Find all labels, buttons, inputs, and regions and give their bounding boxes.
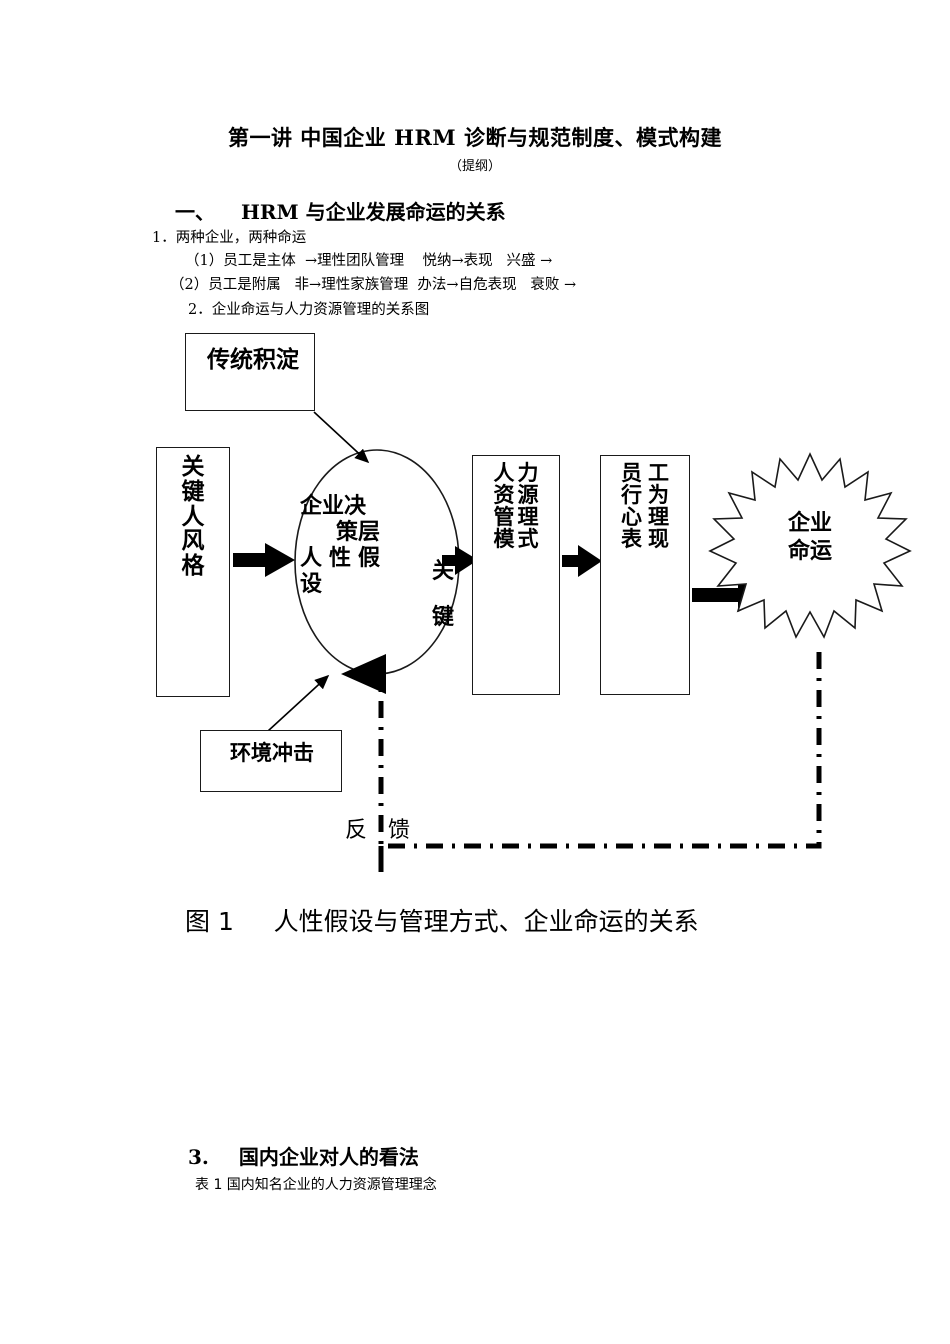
ellipse-label-line-3: 人性假: [300, 545, 388, 571]
tradition-box: [185, 333, 315, 411]
key-person-box-label: 关键人风格: [181, 454, 205, 580]
list-item: 2．企业命运与人力资源管理的关系图: [188, 302, 430, 318]
employee-behavior-box-label: 员行心表 工为理现: [606, 462, 684, 550]
employee-label-column-2: 工为理现: [648, 461, 669, 552]
ellipse-to-hrm-arrow: [442, 546, 478, 575]
environment-to-ellipse-arrow: [267, 674, 330, 732]
environment-impact-box: [200, 730, 342, 792]
section-one-number: 一、: [175, 200, 215, 224]
hrm-to-employee-arrow: [562, 545, 602, 577]
page-title: 第一讲 中国企业 HRM 诊断与规范制度、模式构建: [228, 125, 722, 150]
key-edge-label: 关 键: [432, 549, 454, 641]
section-one-heading: 一、 HRM 与企业发展命运的关系: [175, 196, 506, 225]
decision-layer-ellipse-label: 企业决 策层 人性假 设: [300, 494, 460, 598]
list-item: （2）员工是附属 非→理性家族管理 办法→自危表现 衰败 →: [170, 277, 577, 293]
hrm-model-box-label: 人资管模 力源理式: [478, 462, 554, 550]
page-subtitle: （提纲）: [448, 159, 501, 174]
destiny-label-line-2: 命运: [787, 538, 832, 564]
section-three-heading: 3. 国内企业对人的看法: [188, 1141, 419, 1170]
key-edge-label-char-1: 关: [432, 559, 455, 584]
environment-impact-box-label: 环境冲击: [230, 741, 314, 765]
tradition-to-ellipse-arrow: [313, 411, 370, 464]
employee-behavior-box: [600, 455, 690, 695]
hrm-label-column-1: 人资管模: [493, 461, 515, 552]
hrm-model-box: [472, 455, 560, 695]
employee-label-column-1: 员行心表: [621, 461, 642, 552]
figure-caption: 图 1 人性假设与管理方式、企业命运的关系: [185, 907, 699, 936]
hrm-label-column-2: 力源理式: [517, 461, 539, 552]
ellipse-label-line-2: 策层: [336, 519, 381, 545]
section-three-number: 3.: [188, 1145, 209, 1169]
enterprise-destiny-label: 企业 命运: [755, 510, 865, 565]
enterprise-destiny-star: [708, 452, 912, 639]
feedback-label: 反 馈: [345, 818, 410, 843]
ellipse-label-line-1: 企业决: [300, 494, 367, 519]
key-person-box: [156, 447, 230, 697]
destiny-label-line-1: 企业: [787, 511, 832, 536]
key-edge-label-char-2: 键: [432, 605, 455, 631]
table-caption: 表 1 国内知名企业的人力资源管理理念: [195, 1177, 437, 1193]
list-item: 1．两种企业，两种命运: [152, 230, 307, 246]
keyperson-to-ellipse-arrow: [233, 543, 295, 577]
section-one-title: HRM 与企业发展命运的关系: [241, 200, 506, 224]
section-three-title: 国内企业对人的看法: [238, 1145, 419, 1169]
ellipse-label-line-4: 设: [300, 571, 323, 597]
tradition-box-label: 传统积淀: [207, 347, 299, 373]
list-item: （1）员工是主体 →理性团队管理 悦纳→表现 兴盛 →: [185, 253, 553, 269]
